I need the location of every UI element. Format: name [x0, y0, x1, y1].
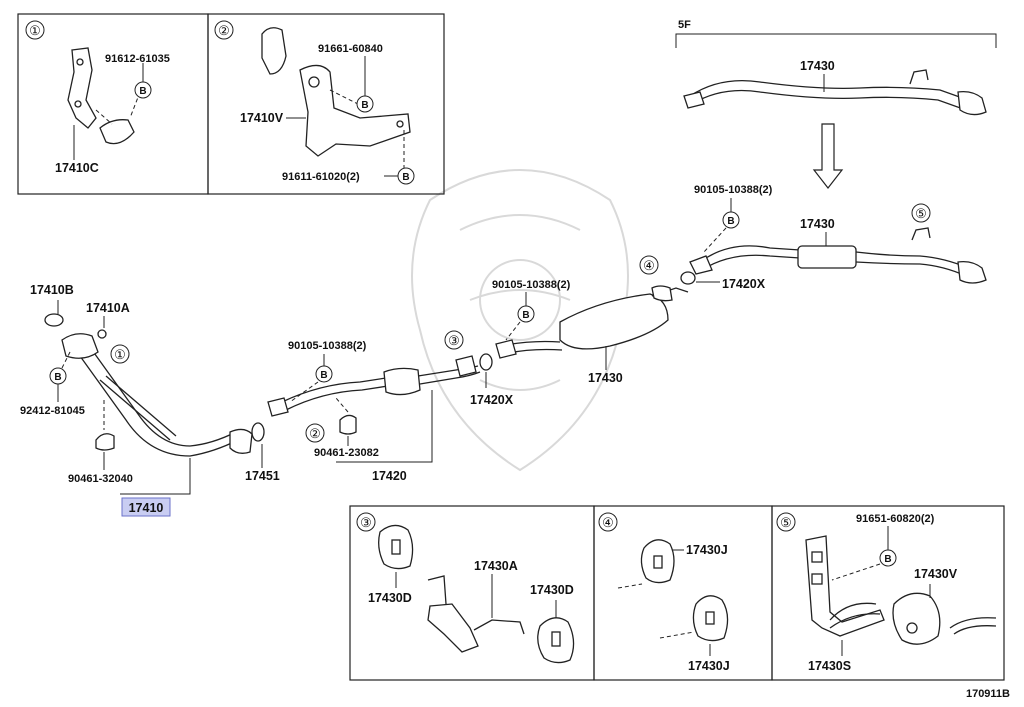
- inset-3-marker: ③: [360, 515, 372, 530]
- label-90105-10388-upper: 90105-10388(2): [694, 184, 773, 196]
- inset-4-marker: ④: [602, 515, 614, 530]
- marker-5: ⑤: [915, 206, 927, 221]
- label-17410V: 17410V: [240, 111, 284, 125]
- watermark-crest: [411, 169, 629, 472]
- label-17410C: 17410C: [55, 161, 99, 175]
- label-17430D-left: 17430D: [368, 591, 412, 605]
- hanger-rubber: [261, 27, 287, 75]
- label-90105-10388-lower: 90105-10388(2): [288, 340, 367, 352]
- label-17420: 17420: [372, 469, 407, 483]
- label-17410[interactable]: 17410: [129, 501, 164, 515]
- inset-2-box: ② 17410V 91661-60840 B 91611-61020(2) B: [207, 13, 445, 195]
- label-17451: 17451: [245, 469, 280, 483]
- bolt-bubble: B: [361, 100, 368, 111]
- bracket-17410V: [299, 64, 411, 157]
- label-17430A: 17430A: [474, 559, 518, 573]
- tailpipe-5F: [689, 79, 969, 111]
- label-17430-main: 17430: [800, 217, 835, 231]
- resonator: [797, 245, 857, 269]
- bolt-bubble: B: [320, 370, 327, 381]
- label-17430D-right: 17430D: [530, 583, 574, 597]
- front-exhaust-pipe: [79, 349, 239, 457]
- marker-1: ①: [114, 347, 126, 362]
- inset-1-marker: ①: [29, 23, 41, 38]
- bolt-bubble: B: [54, 372, 61, 383]
- inset-5-marker: ⑤: [780, 515, 792, 530]
- highlight-17410: [121, 497, 171, 517]
- variant-label: 5F: [678, 19, 691, 31]
- inset-5-box: ⑤ 91651-60820(2) B 17430S 17430V: [771, 505, 1005, 681]
- center-pipe-section: 17451 ③ 17420X 90105-10388(2) B ② 90461-…: [245, 330, 514, 483]
- label-17420X-lower: 17420X: [470, 393, 514, 407]
- main-muffler: [559, 293, 669, 350]
- label-90105-10388-mid: 90105-10388(2): [492, 279, 571, 291]
- down-arrow-icon: [812, 123, 844, 189]
- marker-4: ④: [643, 258, 655, 273]
- label-17430-5F: 17430: [800, 59, 835, 73]
- label-17410B: 17410B: [30, 283, 74, 297]
- label-90461-23082: 90461-23082: [314, 447, 379, 459]
- bolt-bubble: B: [402, 172, 409, 183]
- bolt-bubble: B: [522, 310, 529, 321]
- label-17420X-upper: 17420X: [722, 277, 766, 291]
- tailpipe-main: [699, 245, 969, 277]
- label-90461-32040: 90461-32040: [68, 473, 133, 485]
- label-91611-61020: 91611-61020(2): [282, 171, 360, 183]
- inset-1-box: ① 17410C 91612-61035 B: [17, 13, 209, 195]
- bolt-bubble: B: [139, 86, 146, 97]
- bracket-17410C: [67, 47, 97, 129]
- bracket-17430S: [805, 535, 885, 637]
- label-91651-60820: 91651-60820(2): [856, 513, 935, 525]
- inset-2-marker: ②: [218, 23, 230, 38]
- inset-3-box: ③ 17430D 17430A 17430D: [349, 505, 595, 681]
- front-flange: [61, 333, 99, 359]
- tailpipe-section: 17430 ⑤ 90105-10388(2) B 17420X ④: [639, 184, 987, 291]
- front-pipe-section: 17410B 17410A ① B 92412-81045 90461-3204…: [20, 283, 253, 517]
- label-17430V: 17430V: [914, 567, 958, 581]
- figure-id: 170911B: [966, 688, 1010, 700]
- variant-5F-section: 5F 17430: [675, 19, 997, 189]
- label-17430S: 17430S: [808, 659, 851, 673]
- label-17430J-upper: 17430J: [686, 543, 728, 557]
- inset-4-box: ④ 17430J 17430J: [593, 505, 773, 681]
- label-91612-61035: 91612-61035: [105, 53, 170, 65]
- center-resonator: [383, 367, 421, 396]
- gasket-17451: [251, 422, 265, 442]
- marker-3: ③: [448, 333, 460, 348]
- bolt-bubble: B: [884, 554, 891, 565]
- gasket-17410B: [44, 313, 64, 327]
- marker-2: ②: [309, 426, 321, 441]
- label-17430-muffler: 17430: [588, 371, 623, 385]
- hanger-17430V: [892, 592, 941, 645]
- bolt-bubble: B: [727, 216, 734, 227]
- bracket-17430A: [427, 603, 479, 653]
- label-17410A: 17410A: [86, 301, 130, 315]
- label-91661-60840: 91661-60840: [318, 43, 383, 55]
- label-92412-81045: 92412-81045: [20, 405, 85, 417]
- main-muffler-section: 17430 90105-10388(2) B: [492, 279, 689, 385]
- clamp-part: [99, 119, 135, 145]
- label-17430J-lower: 17430J: [688, 659, 730, 673]
